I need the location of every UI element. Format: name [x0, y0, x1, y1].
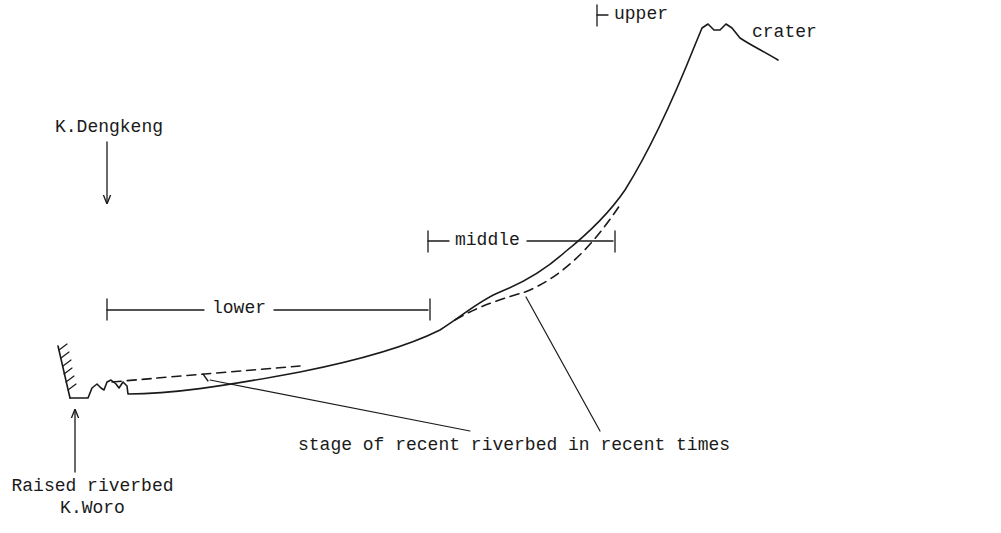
- recent-riverbed-lower: [112, 366, 300, 382]
- river-label: Raised riverbed K.Woro: [5, 476, 180, 519]
- leader-line: [210, 380, 470, 431]
- section-label: middle: [455, 230, 520, 252]
- leader-line: [526, 297, 600, 431]
- extent-bracket: [107, 299, 430, 320]
- pointer-arrow: [106, 142, 107, 203]
- extent-bracket: [597, 5, 608, 26]
- recent-riverbed-middle: [455, 205, 620, 320]
- section-label: upper: [614, 4, 668, 26]
- ground-profile: [70, 24, 778, 398]
- section-label: lower: [212, 298, 266, 320]
- pointer-arrow: [74, 410, 75, 472]
- annotation-label: stage of recent riverbed in recent times: [298, 435, 730, 457]
- feature-label: crater: [752, 22, 817, 44]
- bank-hatching: [59, 344, 76, 390]
- tick-mark: [203, 374, 208, 381]
- extent-bracket: [428, 231, 615, 252]
- river-label: K.Dengkeng: [55, 117, 163, 139]
